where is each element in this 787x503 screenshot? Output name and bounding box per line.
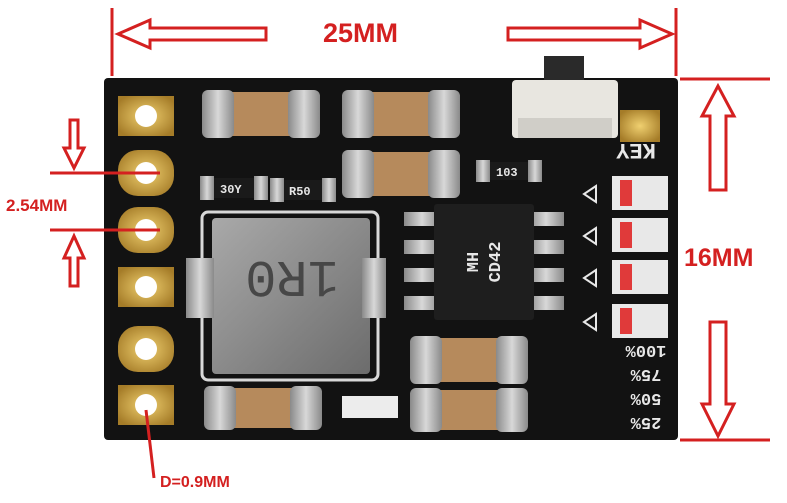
svg-text:30Y: 30Y	[220, 183, 242, 197]
inductor-marking: 1R0	[245, 246, 339, 305]
resistor-30y: 30Y	[200, 176, 268, 200]
capacitor	[342, 90, 460, 138]
battery-level-labels: 100% 75% 50% 25%	[625, 340, 667, 431]
height-dimension-label: 16MM	[684, 244, 754, 272]
width-dimension-label: 25MM	[323, 18, 399, 48]
dimension-annotations	[50, 8, 770, 479]
svg-text:103: 103	[496, 166, 518, 180]
pin-pitch-label: 2.54MM	[6, 196, 68, 215]
svg-text:100%: 100%	[625, 340, 667, 359]
capacitor	[342, 150, 460, 198]
slide-switch	[512, 56, 660, 142]
capacitor	[202, 90, 320, 138]
resistor-103: 103	[476, 160, 542, 182]
capacitor	[204, 386, 322, 430]
ic-chip: MH CD42	[404, 204, 564, 320]
svg-text:50%: 50%	[630, 388, 661, 407]
capacitor	[410, 388, 528, 432]
small-resistor	[342, 396, 398, 418]
svg-text:75%: 75%	[630, 364, 661, 383]
key-silkscreen: KEY	[615, 137, 655, 162]
capacitor	[410, 336, 528, 384]
led-column	[582, 176, 668, 338]
hole-diameter-label: D=0.9MM	[160, 474, 230, 491]
svg-text:25%: 25%	[630, 412, 661, 431]
svg-text:MH: MH	[465, 252, 484, 272]
resistor-r50: R50	[270, 178, 336, 202]
inductor: 1R0	[186, 210, 386, 382]
svg-text:R50: R50	[289, 185, 311, 199]
svg-text:CD42: CD42	[487, 242, 506, 283]
